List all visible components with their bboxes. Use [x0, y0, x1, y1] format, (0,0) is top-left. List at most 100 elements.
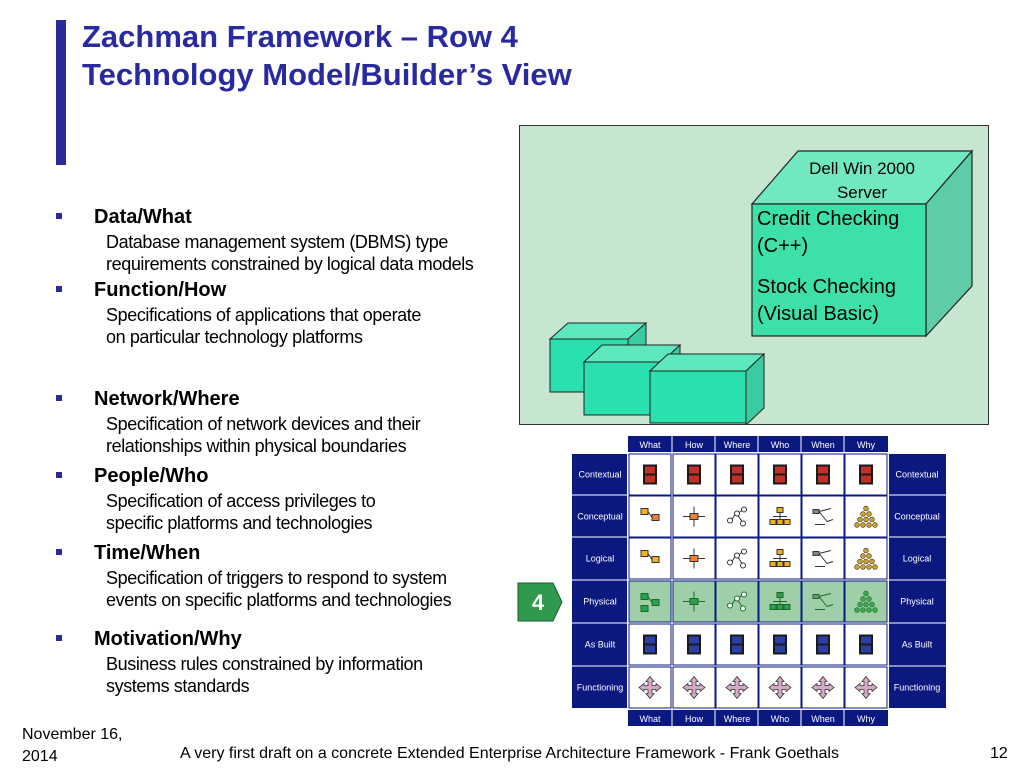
column-header-top: Who — [771, 440, 790, 450]
row-header-right: Contextual — [895, 470, 938, 480]
cell-icon — [768, 675, 792, 700]
bullet-marker-icon — [56, 635, 62, 641]
row-header-left: Contextual — [578, 470, 621, 480]
cell-icon — [769, 549, 791, 567]
bullet-description: Specifications of applications that oper… — [106, 304, 421, 348]
cell-icon — [638, 675, 662, 700]
app-label-line: Stock Checking — [757, 276, 896, 298]
bullet-heading: Data/What — [94, 206, 192, 228]
cell-icon — [854, 505, 878, 528]
cell-icon — [640, 550, 660, 563]
small-cube-3 — [648, 352, 766, 427]
server-diagram-illustration: Dell Win 2000 Server Credit Checking (C+… — [548, 149, 974, 427]
bullet-marker-icon — [56, 472, 62, 478]
bullet-description: Database management system (DBMS) type r… — [106, 231, 474, 275]
bullet-heading: Time/When — [94, 542, 201, 564]
grid-cell[interactable] — [715, 623, 759, 666]
bullet-heading: Function/How — [94, 279, 227, 301]
column-header-top: How — [685, 440, 704, 450]
server-label-line-1: Dell Win 2000 — [809, 159, 915, 178]
cell-icon — [683, 548, 705, 569]
cell-icon — [682, 675, 706, 700]
bullet-heading: Network/Where — [94, 388, 240, 410]
footer-date-line: 2014 — [22, 748, 58, 765]
cell-icon — [854, 547, 878, 570]
cell-icon — [683, 591, 705, 612]
column-header-bottom: How — [685, 714, 704, 724]
bullet-marker-icon — [56, 213, 62, 219]
grid-cell[interactable] — [628, 666, 672, 709]
bullet-line: on particular technology platforms — [106, 327, 363, 347]
column-header-bottom: When — [811, 714, 835, 724]
cell-icon — [683, 506, 705, 527]
cell-icon — [812, 508, 834, 525]
row-badge-arrow: 4 — [517, 582, 563, 622]
page-number: 12 — [990, 745, 1008, 762]
bullet-line: Specifications of applications that oper… — [106, 305, 422, 325]
row-header-strip-right — [889, 454, 946, 708]
bullet-line: requirements constrained by logical data… — [106, 254, 474, 274]
slide-title: Zachman Framework – Row 4 Technology Mod… — [82, 18, 572, 94]
server-label-line-2: Server — [837, 183, 887, 202]
title-line-1: Zachman Framework – Row 4 — [82, 19, 518, 54]
row-4-badge: 4 — [517, 582, 563, 622]
app-label-line: Credit Checking — [757, 208, 899, 230]
bullet-marker-icon — [56, 286, 62, 292]
cell-icon — [727, 591, 747, 612]
cell-icon — [727, 506, 747, 527]
cell-icon — [640, 593, 660, 612]
cell-icon — [769, 507, 791, 525]
cell-icon — [730, 634, 744, 655]
row-header-left: As Built — [585, 640, 616, 650]
column-header-top: What — [639, 440, 661, 450]
grid-cell[interactable] — [844, 580, 888, 623]
row-header-left: Functioning — [577, 683, 624, 693]
cell-icon — [811, 675, 835, 700]
column-header-top: Why — [857, 440, 876, 450]
cell-icon — [725, 675, 749, 700]
grid-cell[interactable] — [628, 580, 672, 623]
row-header-right: As Built — [902, 640, 933, 650]
zachman-grid-svg: WhatWhatHowHowWhereWhereWhoWhoWhenWhenWh… — [572, 436, 946, 726]
grid-cell[interactable] — [844, 537, 888, 580]
cell-icon — [727, 548, 747, 569]
grid-cell[interactable] — [628, 537, 672, 580]
bullet-heading: People/Who — [94, 465, 209, 487]
cell-icon — [773, 464, 787, 485]
row-header-left: Physical — [583, 597, 617, 607]
column-header-bottom: What — [639, 714, 661, 724]
row-badge-label: 4 — [532, 590, 545, 615]
cell-icon — [812, 550, 834, 567]
cell-icon — [687, 464, 701, 485]
server-cube — [750, 149, 974, 338]
column-header-top: When — [811, 440, 835, 450]
cell-icon — [854, 590, 878, 613]
column-header-bottom: Why — [857, 714, 876, 724]
grid-cell[interactable] — [801, 495, 845, 538]
row-header-right: Conceptual — [894, 512, 940, 522]
grid-cell[interactable] — [628, 495, 672, 538]
app-label-line: (Visual Basic) — [757, 303, 879, 325]
title-line-2: Technology Model/Builder’s View — [82, 57, 572, 92]
bullet-marker-icon — [56, 395, 62, 401]
row-header-left: Logical — [586, 554, 615, 564]
grid-cell[interactable] — [715, 495, 759, 538]
title-accent-bar — [56, 20, 66, 165]
bullet-line: Specification of triggers to respond to … — [106, 568, 447, 588]
cell-icon — [769, 592, 791, 610]
cell-icon — [816, 634, 830, 655]
app-label-line: (C++) — [757, 235, 808, 257]
grid-cell[interactable] — [844, 495, 888, 538]
column-header-top: Where — [724, 440, 751, 450]
grid-cell[interactable] — [672, 495, 716, 538]
bullet-heading: Motivation/Why — [94, 628, 242, 650]
bullet-description: Specification of access privileges to sp… — [106, 490, 376, 534]
bullet-description: Specification of triggers to respond to … — [106, 567, 452, 611]
bullet-line: specific platforms and technologies — [106, 513, 373, 533]
cell-icon — [859, 634, 873, 655]
row-header-right: Functioning — [894, 683, 941, 693]
footer-date-line: November 16, — [22, 726, 123, 743]
bullet-line: Business rules constrained by informatio… — [106, 654, 423, 674]
bullet-description: Specification of network devices and the… — [106, 413, 421, 457]
